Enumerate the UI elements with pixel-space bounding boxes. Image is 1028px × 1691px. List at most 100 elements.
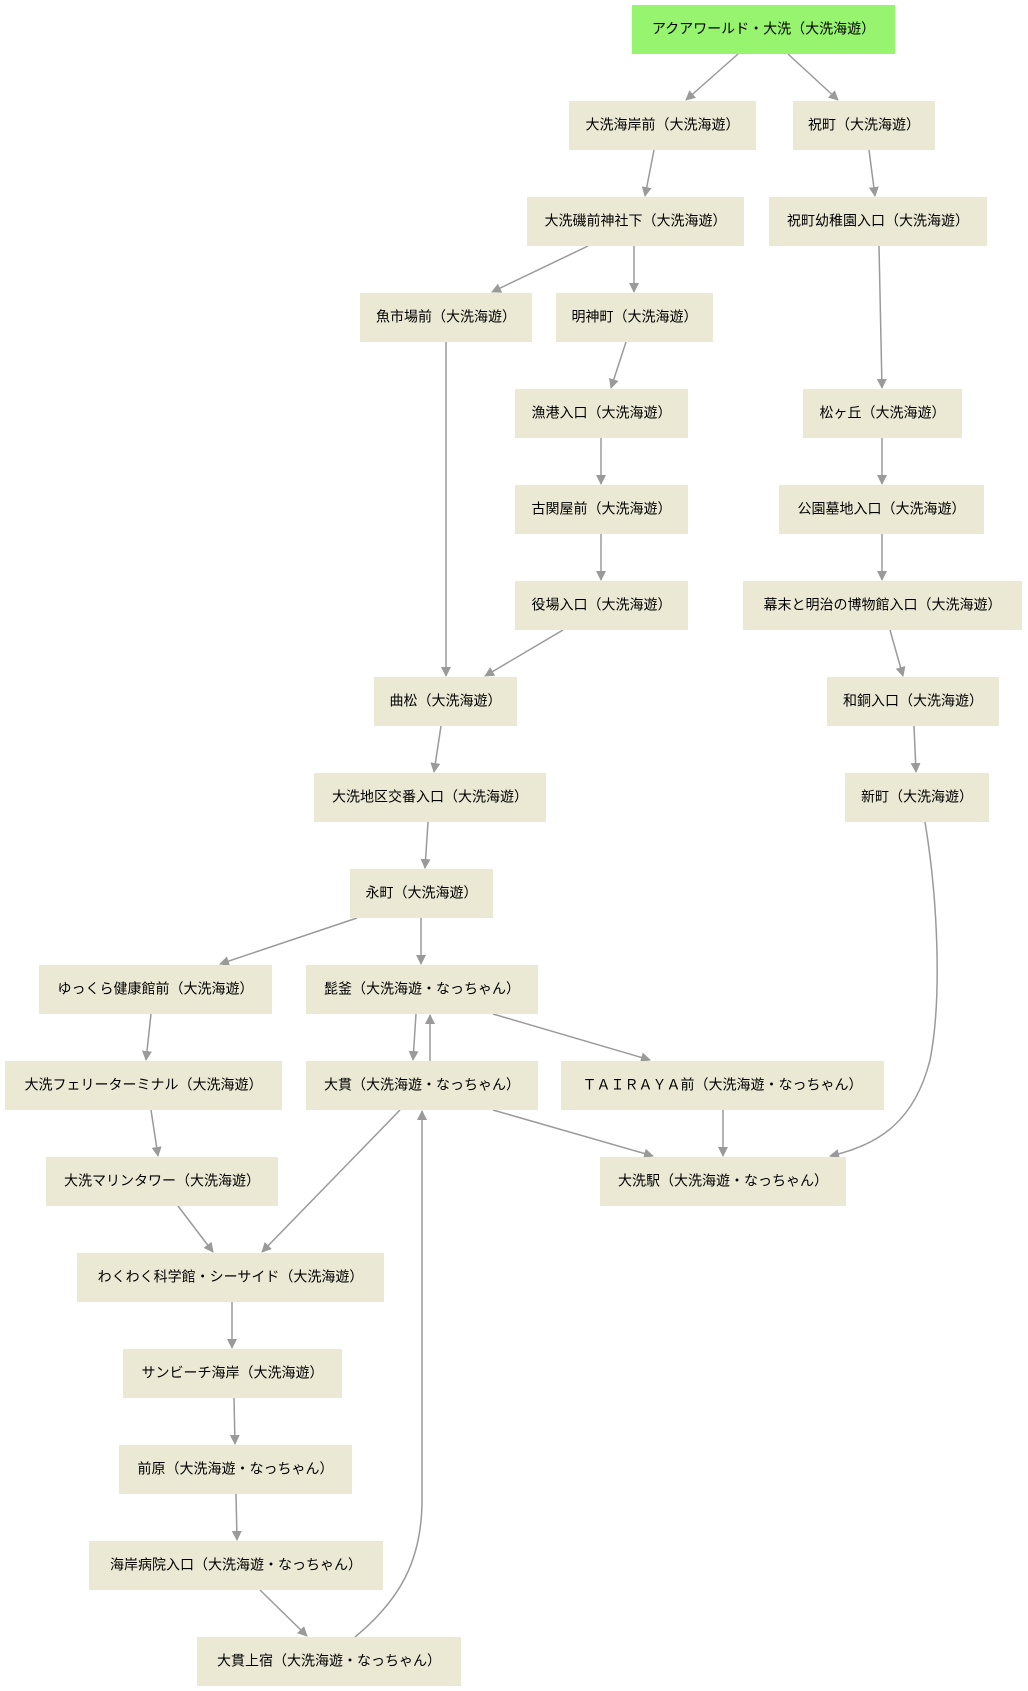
node-box (119, 1445, 352, 1494)
node-label: 大洗マリンタワー（大洗海遊） (64, 1174, 260, 1190)
edge-kaigan_byoin-to-onuki_kamijuku (259, 1589, 308, 1637)
node-oarai_eki: 大洗駅（大洗海遊・なっちゃん） (600, 1157, 846, 1206)
edge-onuki-to-wakuwaku (261, 1109, 401, 1253)
node-label: ＴＡＩＲＡＹＡ前（大洗海遊・なっちゃん） (583, 1077, 863, 1094)
node-label: アクアワールド・大洗（大洗海遊） (652, 22, 875, 38)
node-label: 新町（大洗海遊） (861, 790, 973, 806)
node-box (350, 869, 493, 918)
edge-marine_tower-to-wakuwaku (177, 1205, 214, 1253)
node-iwai_yochien: 祝町幼稚園入口（大洗海遊） (769, 197, 987, 246)
node-box (527, 197, 744, 246)
node-label: 永町（大洗海遊） (366, 886, 478, 902)
edge-sunbeach-to-maehara (229, 1397, 240, 1445)
edge-aquaworld-to-kaiganmae (685, 53, 739, 101)
node-onuki_kamijuku: 大貫上宿（大洗海遊・なっちゃん） (197, 1637, 461, 1686)
node-eicho: 永町（大洗海遊） (350, 869, 493, 918)
node-koban: 大洗地区交番入口（大洗海遊） (314, 773, 546, 822)
node-box (515, 485, 688, 534)
node-yakuba: 役場入口（大洗海遊） (515, 581, 688, 630)
node-box (600, 1157, 846, 1206)
node-uoichiba: 魚市場前（大洗海遊） (360, 293, 532, 342)
node-box (769, 197, 987, 246)
node-box (77, 1253, 384, 1302)
node-box (39, 965, 272, 1014)
node-higegama: 髭釜（大洗海遊・なっちゃん） (306, 965, 538, 1014)
node-label: 大洗海岸前（大洗海遊） (586, 117, 740, 134)
edge-magarimatsu-to-koban (430, 725, 442, 773)
node-label: 古関屋前（大洗海遊） (532, 501, 672, 518)
node-matsugaoka: 松ヶ丘（大洗海遊） (803, 389, 962, 438)
node-box (314, 773, 546, 822)
node-box (845, 773, 989, 822)
edge-onuki_kamijuku-to-onuki (354, 1110, 427, 1638)
node-kaigan_byoin: 海岸病院入口（大洗海遊・なっちゃん） (89, 1541, 383, 1590)
node-box (561, 1061, 884, 1110)
node-isosaki: 大洗磯前神社下（大洗海遊） (527, 197, 744, 246)
node-sunbeach: サンビーチ海岸（大洗海遊） (123, 1349, 342, 1398)
node-tairaya: ＴＡＩＲＡＹＡ前（大洗海遊・なっちゃん） (561, 1061, 884, 1110)
edge-isosaki-to-uoichiba (491, 245, 589, 293)
node-box (89, 1541, 383, 1590)
node-box (803, 389, 962, 438)
node-label: 漁港入口（大洗海遊） (532, 406, 672, 422)
node-label: わくわく科学館・シーサイド（大洗海遊） (98, 1269, 364, 1286)
node-marine_tower: 大洗マリンタワー（大洗海遊） (46, 1157, 278, 1206)
node-iwaicho: 祝町（大洗海遊） (793, 101, 935, 150)
node-onuki: 大貫（大洗海遊・なっちゃん） (306, 1061, 538, 1110)
node-gyoko: 漁港入口（大洗海遊） (515, 389, 688, 438)
node-label: 曲松（大洗海遊） (390, 694, 502, 710)
node-shinmachi: 新町（大洗海遊） (845, 773, 989, 822)
node-label: 明神町（大洗海遊） (572, 310, 698, 326)
node-label: 魚市場前（大洗海遊） (376, 309, 516, 326)
node-myojin: 明神町（大洗海遊） (556, 293, 713, 342)
node-wado: 和銅入口（大洗海遊） (827, 677, 999, 726)
node-yukkura: ゆっくら健康館前（大洗海遊） (39, 965, 272, 1014)
edge-iwai_yochien-to-matsugaoka (876, 245, 887, 389)
nodes-layer: アクアワールド・大洗（大洗海遊） 大洗海岸前（大洗海遊） 祝町（大洗海遊） 大洗磯前神… (5, 5, 1022, 1686)
node-koen_bochi: 公園墓地入口（大洗海遊） (779, 485, 984, 534)
edge-ferry-to-marine_tower (150, 1109, 162, 1157)
edge-onuki-to-oarai_eki (492, 1109, 654, 1159)
node-label: 大洗フェリーターミナル（大洗海遊） (25, 1078, 263, 1094)
node-box (827, 677, 999, 726)
edge-iwaicho-to-iwai_yochien (868, 149, 879, 197)
node-label: 前原（大洗海遊・なっちゃん） (138, 1461, 334, 1478)
node-box (360, 293, 532, 342)
node-kaiganmae: 大洗海岸前（大洗海遊） (569, 101, 756, 150)
node-furusekiya: 古関屋前（大洗海遊） (515, 485, 688, 534)
edge-aquaworld-to-iwaicho (787, 53, 839, 101)
node-maehara: 前原（大洗海遊・なっちゃん） (119, 1445, 352, 1494)
node-label: 役場入口（大洗海遊） (532, 598, 672, 614)
node-label: 大洗地区交番入口（大洗海遊） (332, 789, 528, 806)
edge-higegama-to-tairaya (492, 1013, 651, 1063)
node-label: 松ヶ丘（大洗海遊） (820, 406, 946, 422)
node-box (632, 5, 895, 54)
node-box (793, 101, 935, 150)
node-box (306, 965, 538, 1014)
node-bakumatsu: 幕末と明治の博物館入口（大洗海遊） (743, 581, 1022, 630)
node-box (556, 293, 713, 342)
edge-wado-to-shinmachi (910, 725, 921, 773)
node-box (779, 485, 984, 534)
node-box (515, 389, 688, 438)
node-label: 大貫上宿（大洗海遊・なっちゃん） (217, 1653, 441, 1670)
edges-layer (142, 53, 938, 1638)
node-ferry: 大洗フェリーターミナル（大洗海遊） (5, 1061, 282, 1110)
node-box (306, 1061, 538, 1110)
edge-higegama-to-onuki (408, 1013, 419, 1061)
node-wakuwaku: わくわく科学館・シーサイド（大洗海遊） (77, 1253, 384, 1302)
node-box (123, 1349, 342, 1398)
node-label: 公園墓地入口（大洗海遊） (798, 502, 966, 518)
node-label: サンビーチ海岸（大洗海遊） (142, 1366, 324, 1382)
node-label: 和銅入口（大洗海遊） (843, 694, 983, 710)
node-magarimatsu: 曲松（大洗海遊） (374, 677, 517, 726)
edge-myojin-to-gyoko (609, 341, 627, 389)
node-label: ゆっくら健康館前（大洗海遊） (58, 981, 254, 998)
edge-koban-to-eicho (420, 821, 431, 869)
node-label: 大貫（大洗海遊・なっちゃん） (324, 1078, 520, 1094)
edge-yakuba-to-magarimatsu (484, 629, 564, 677)
node-box (5, 1061, 282, 1110)
node-label: 祝町幼稚園入口（大洗海遊） (787, 214, 969, 230)
node-box (515, 581, 688, 630)
